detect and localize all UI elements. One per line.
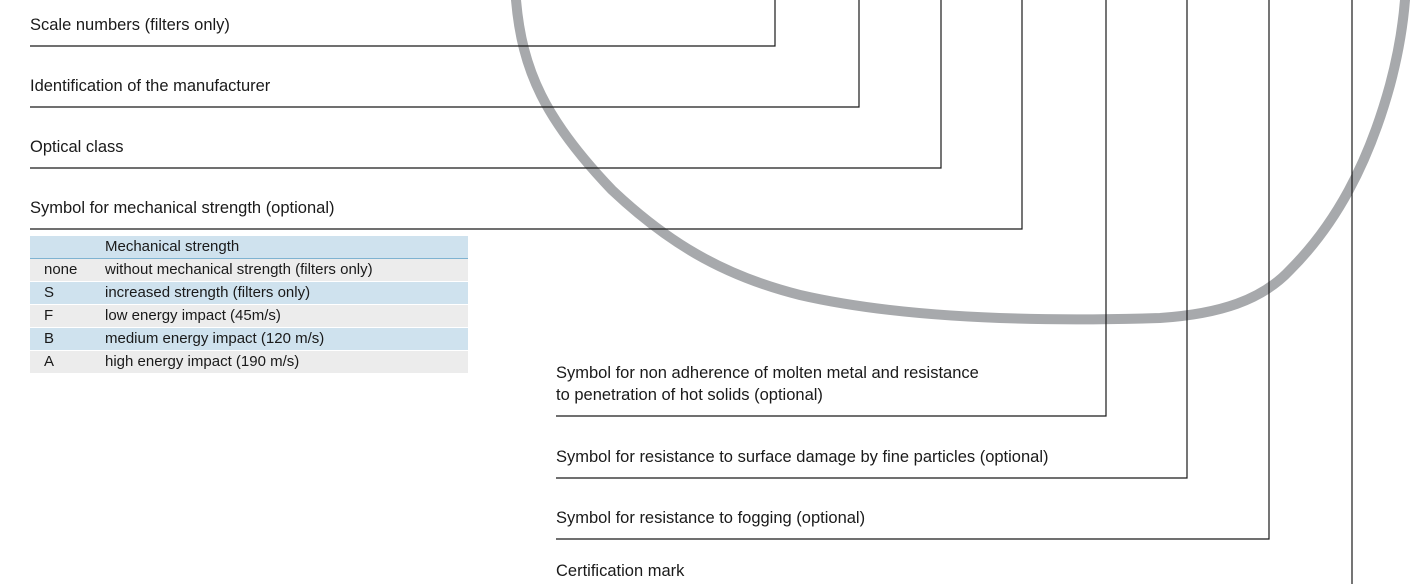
table-row: F low energy impact (45m/s) [30,305,468,327]
leader-fine-particles [556,0,1188,479]
table-description: high energy impact (190 m/s) [105,353,300,370]
leader-fogging [556,0,1270,540]
label-scale-numbers: Scale numbers (filters only) [30,16,230,34]
table-header: Mechanical strength [105,238,240,255]
table-row: S increased strength (filters only) [30,282,468,304]
label-manufacturer: Identification of the manufacturer [30,77,271,95]
label-fine-particles: Symbol for resistance to surface damage … [556,448,1049,466]
table-description: without mechanical strength (filters onl… [105,261,373,278]
table-row: B medium energy impact (120 m/s) [30,328,468,350]
table-header-row: Mechanical strength [30,236,468,259]
leader-optical-class [30,0,942,169]
leader-molten-metal [556,0,1107,417]
label-molten-metal-line1: Symbol for non adherence of molten metal… [556,364,979,382]
lens-outline [511,0,1410,325]
table-description: increased strength (filters only) [105,284,311,301]
label-certification: Certification mark [556,562,685,580]
table-symbol: B [44,330,55,347]
label-mechanical-symbol: Symbol for mechanical strength (optional… [30,199,335,217]
table-symbol: F [44,307,54,324]
table-symbol: S [44,284,55,301]
leader-mechanical-symbol [30,0,1023,230]
table-row: A high energy impact (190 m/s) [30,351,468,373]
label-fogging: Symbol for resistance to fogging (option… [556,509,866,527]
table-symbol: none [44,261,78,278]
label-optical-class: Optical class [30,138,124,156]
leader-manufacturer [30,0,860,108]
table-description: medium energy impact (120 m/s) [105,330,325,347]
table-description: low energy impact (45m/s) [105,307,281,324]
leader-scale-numbers [30,0,776,47]
table-row: none without mechanical strength (filter… [30,259,468,281]
table-symbol: A [44,353,55,370]
label-molten-metal-line2: to penetration of hot solids (optional) [556,386,823,404]
